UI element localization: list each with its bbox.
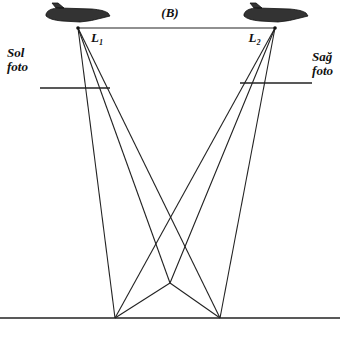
station-label: L₁ (90, 31, 104, 45)
ground-line (0, 317, 340, 318)
lens-point (273, 26, 277, 30)
right-photo-plane (240, 82, 312, 83)
base-label: (B) (160, 6, 179, 20)
base-line (78, 27, 275, 28)
rays (78, 28, 275, 318)
station-label: L₂ (248, 31, 262, 45)
photo-label: Sağ foto (311, 50, 334, 77)
photo-label: Sol foto (6, 46, 29, 73)
left-aircraft (46, 3, 110, 22)
left-photo-plane (40, 87, 110, 88)
right-aircraft (244, 3, 308, 22)
lens-point (76, 26, 80, 30)
